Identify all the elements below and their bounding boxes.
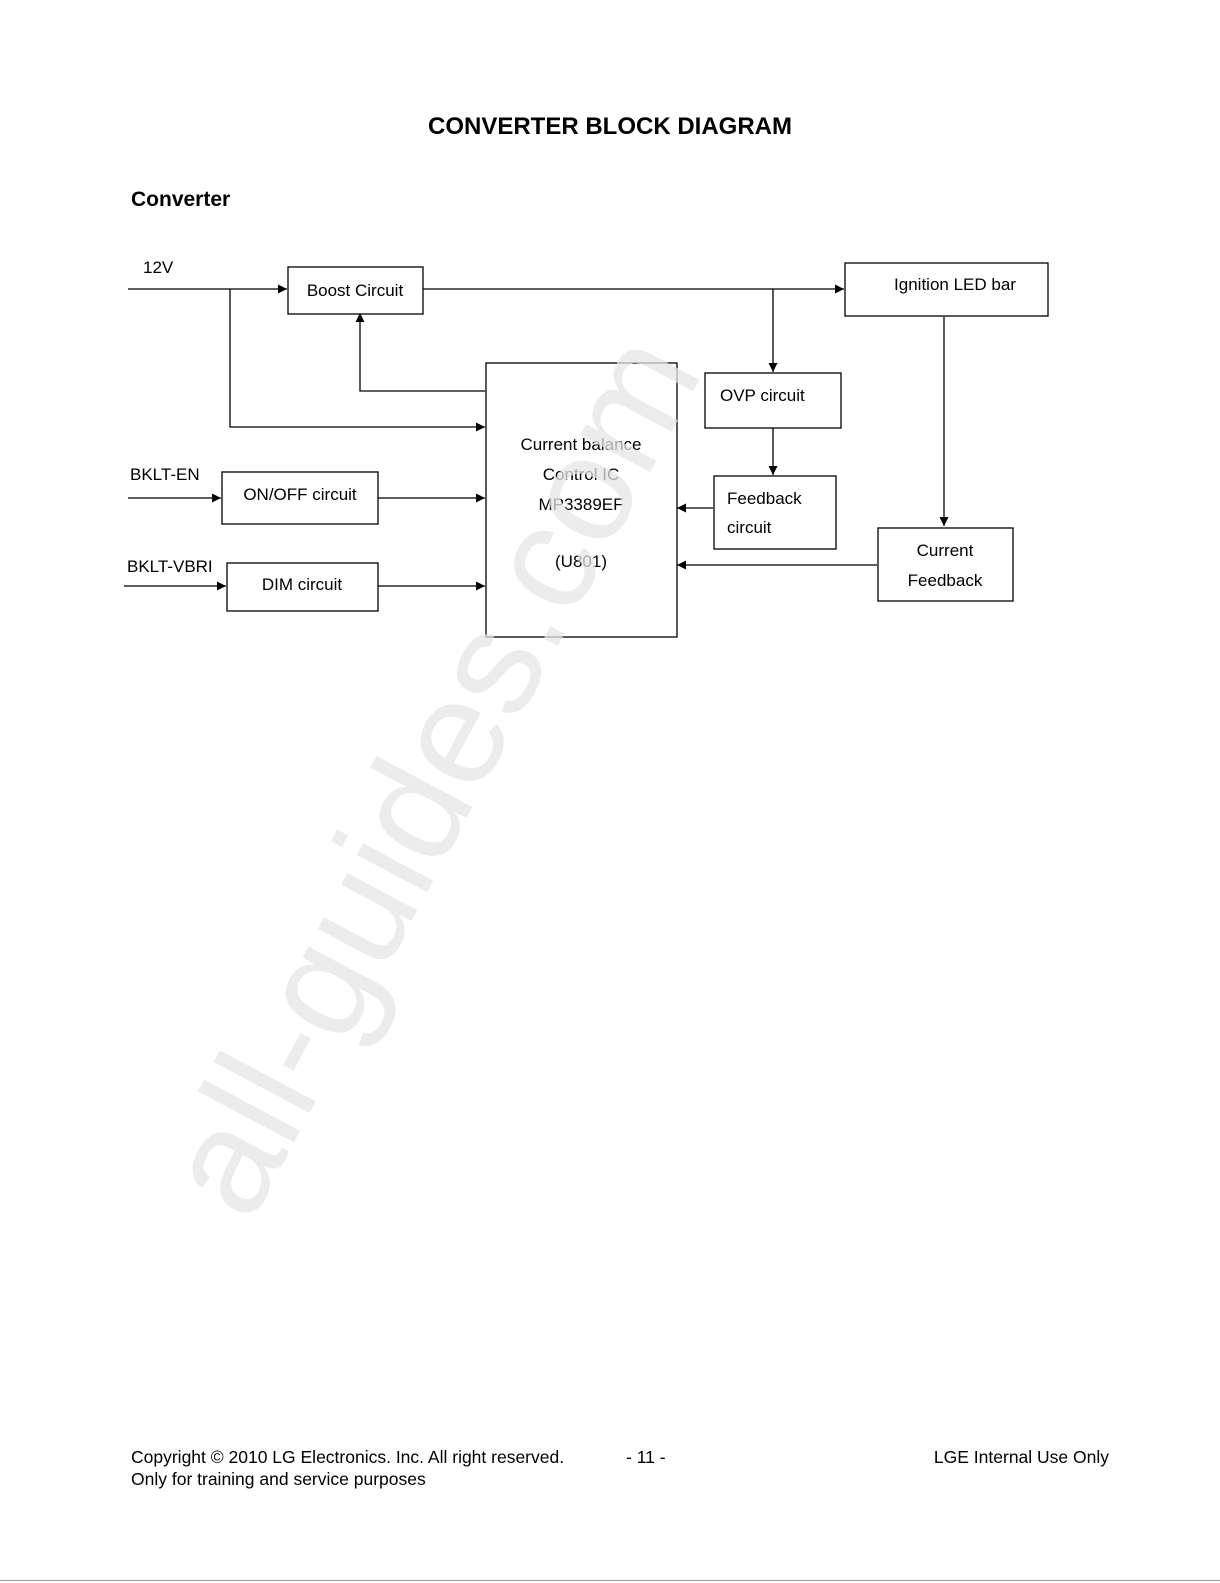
ovp-circuit-label: OVP circuit bbox=[720, 386, 805, 405]
footer-internal-use: LGE Internal Use Only bbox=[933, 1447, 1109, 1467]
footer-page-number: - 11 - bbox=[626, 1447, 666, 1467]
current-feedback-line1: Current bbox=[917, 541, 974, 560]
wire-12v-to-ic bbox=[229, 289, 485, 432]
wire-ic-to-boost bbox=[355, 313, 485, 392]
current-feedback-line2: Feedback bbox=[908, 571, 983, 590]
led-bar-block: Ignition LED bar bbox=[844, 262, 1049, 317]
input-label-12v: 12V bbox=[143, 258, 174, 277]
section-heading: Converter bbox=[131, 188, 231, 211]
boost-circuit-label: Boost Circuit bbox=[307, 281, 404, 300]
onoff-circuit-label: ON/OFF circuit bbox=[243, 485, 357, 504]
feedback-circuit-line2: circuit bbox=[727, 518, 772, 537]
ovp-circuit-block: OVP circuit bbox=[704, 372, 842, 429]
onoff-circuit-block: ON/OFF circuit bbox=[221, 471, 379, 525]
bottom-rule bbox=[0, 1580, 1220, 1581]
input-label-bklt-en: BKLT-EN bbox=[130, 465, 200, 484]
footer-copyright: Copyright © 2010 LG Electronics. Inc. Al… bbox=[131, 1447, 565, 1467]
connections bbox=[124, 284, 949, 591]
current-feedback-block: Current Feedback bbox=[877, 527, 1014, 602]
input-label-bklt-vbri: BKLT-VBRI bbox=[127, 557, 213, 576]
feedback-circuit-line1: Feedback bbox=[727, 489, 802, 508]
feedback-circuit-block: Feedback circuit bbox=[713, 475, 837, 550]
dim-circuit-label: DIM circuit bbox=[262, 575, 343, 594]
control-ic-line3: MP3389EF bbox=[538, 495, 623, 514]
control-ic-line1: Current balance bbox=[521, 435, 642, 454]
footer-training-note: Only for training and service purposes bbox=[131, 1469, 426, 1489]
boost-circuit-block: Boost Circuit bbox=[287, 266, 424, 315]
control-ic-block: Current balance Control IC MP3389EF (U80… bbox=[485, 362, 678, 638]
page-title: CONVERTER BLOCK DIAGRAM bbox=[428, 113, 792, 140]
control-ic-line4: (U801) bbox=[555, 552, 607, 571]
dim-circuit-block: DIM circuit bbox=[226, 562, 379, 612]
control-ic-line2: Control IC bbox=[543, 465, 620, 484]
led-bar-label: Ignition LED bar bbox=[894, 275, 1016, 294]
